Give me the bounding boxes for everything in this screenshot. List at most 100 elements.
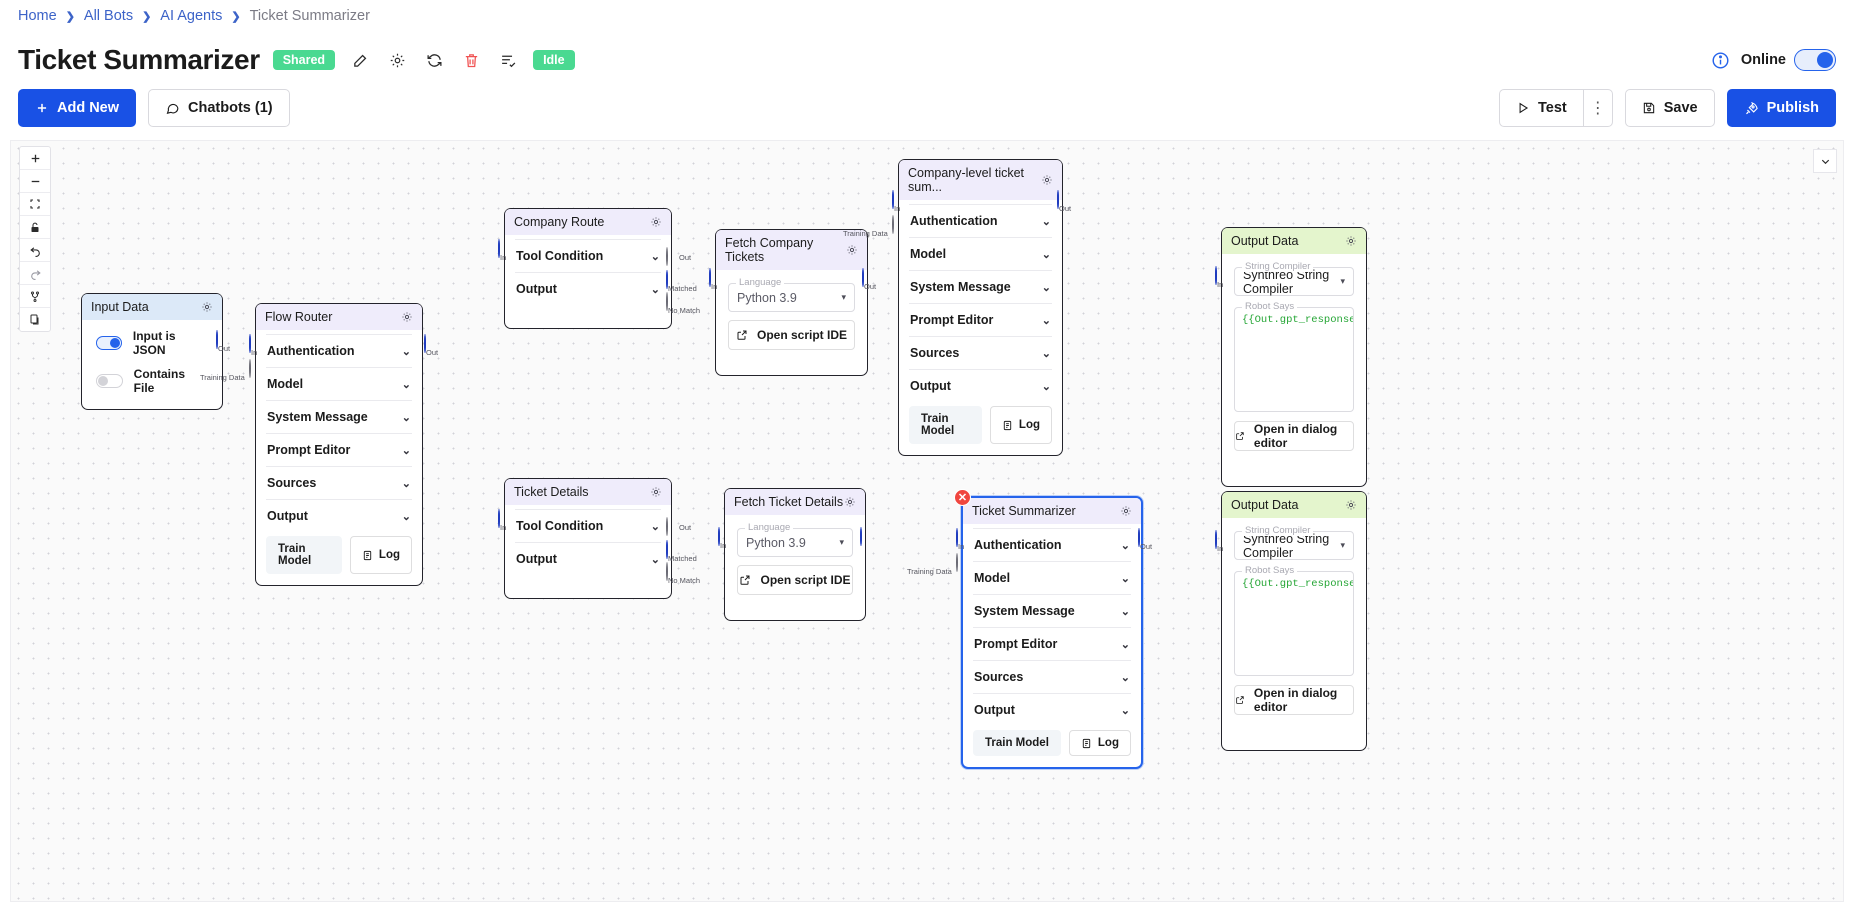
port-out[interactable]: Out <box>862 268 876 291</box>
gear-icon[interactable] <box>401 311 413 323</box>
port-out[interactable]: Out <box>1057 190 1071 213</box>
section-prompt-editor[interactable]: Prompt Editor ⌄ <box>266 433 412 466</box>
chatbots-button[interactable]: Chatbots (1) <box>148 89 290 127</box>
section-model[interactable]: Model ⌄ <box>909 237 1052 270</box>
save-button[interactable]: Save <box>1624 89 1715 127</box>
close-icon[interactable]: ✕ <box>954 489 971 506</box>
node-input-data[interactable]: Input Data Input is JSON Contains File O… <box>81 293 230 410</box>
gear-icon[interactable] <box>650 216 662 228</box>
gear-icon[interactable] <box>650 486 662 498</box>
node-output-data-top[interactable]: Output Data String Compiler Synthreo Str… <box>1215 227 1367 487</box>
test-button[interactable]: Test <box>1499 89 1583 127</box>
robot-says-field[interactable]: Robot Says {{Out.gpt_response3}} (+) <box>1234 565 1354 676</box>
port-training-data[interactable]: Training Data <box>200 359 251 382</box>
node-company-level-ticket-summary[interactable]: Company-level ticket sum... Authenticati… <box>843 159 1071 456</box>
port-dot[interactable] <box>666 517 668 536</box>
port-dot[interactable] <box>498 509 500 528</box>
port-dot[interactable] <box>498 239 500 258</box>
gear-icon[interactable] <box>1120 505 1132 517</box>
toggle-input-is-json-row[interactable]: Input is JSON <box>92 324 212 362</box>
breadcrumb-item-ai-agents[interactable]: AI Agents <box>160 8 223 24</box>
port-in[interactable]: In <box>956 528 964 551</box>
node-flow-router[interactable]: Flow Router Authentication ⌄ Model ⌄ Sys… <box>200 303 438 586</box>
port-in[interactable]: In <box>249 334 257 357</box>
log-button[interactable]: Log <box>1068 730 1131 756</box>
port-out[interactable]: Out <box>216 330 230 353</box>
section-system-message[interactable]: System Message ⌄ <box>973 594 1131 627</box>
publish-button[interactable]: Publish <box>1726 89 1836 127</box>
online-toggle[interactable] <box>1794 49 1836 71</box>
trash-icon[interactable] <box>459 48 483 72</box>
toggle-contains-file[interactable] <box>96 374 123 388</box>
flow-canvas[interactable]: Input Data Input is JSON Contains File O… <box>10 140 1844 902</box>
edit-icon[interactable] <box>348 48 372 72</box>
gear-icon[interactable] <box>846 244 858 256</box>
string-compiler-field[interactable]: String Compiler Synthreo String Compiler… <box>1234 261 1354 296</box>
toggle-contains-file-row[interactable]: Contains File <box>92 362 212 400</box>
language-select[interactable]: Python 3.9 ▾ <box>737 528 853 557</box>
port-dot[interactable] <box>666 562 668 581</box>
section-sources[interactable]: Sources ⌄ <box>973 660 1131 693</box>
section-prompt-editor[interactable]: Prompt Editor ⌄ <box>909 303 1052 336</box>
port-dot[interactable] <box>1215 266 1217 285</box>
section-output[interactable]: Output ⌄ <box>973 693 1131 726</box>
gear-icon[interactable] <box>1041 174 1053 186</box>
node-fetch-ticket-details[interactable]: Fetch Ticket Details Language Python 3.9… <box>718 488 866 621</box>
node-fetch-company-tickets[interactable]: Fetch Company Tickets Language Python 3.… <box>709 229 876 376</box>
tasks-icon[interactable] <box>496 48 520 72</box>
port-dot[interactable] <box>216 330 218 349</box>
gear-icon[interactable] <box>385 48 409 72</box>
section-sources[interactable]: Sources ⌄ <box>909 336 1052 369</box>
port-no-match[interactable]: No Match <box>666 292 700 315</box>
port-dot[interactable] <box>956 553 958 572</box>
section-authentication[interactable]: Authentication ⌄ <box>973 528 1131 561</box>
fit-screen-icon[interactable] <box>20 193 50 216</box>
section-sources[interactable]: Sources ⌄ <box>266 466 412 499</box>
port-training-data[interactable]: Training Data <box>907 553 958 576</box>
node-ticket-summarizer[interactable]: ✕ Ticket Summarizer Authentication ⌄ Mod… <box>907 489 1152 769</box>
port-dot[interactable] <box>892 215 894 234</box>
port-dot[interactable] <box>956 528 958 547</box>
undo-icon[interactable] <box>20 239 50 262</box>
robot-says-field[interactable]: Robot Says {{Out.gpt_response2}} (+) <box>1234 301 1354 412</box>
gear-icon[interactable] <box>201 301 213 313</box>
branch-icon[interactable] <box>20 285 50 308</box>
train-model-button[interactable]: Train Model <box>973 730 1061 756</box>
add-new-button[interactable]: Add New <box>18 89 137 127</box>
port-dot[interactable] <box>709 268 711 287</box>
section-model[interactable]: Model ⌄ <box>266 367 412 400</box>
port-dot[interactable] <box>860 527 862 546</box>
robot-says-box[interactable]: {{Out.gpt_response3}} (+) <box>1234 571 1354 676</box>
gear-icon[interactable] <box>1345 235 1357 247</box>
section-tool-condition[interactable]: Tool Condition ⌄ <box>515 509 661 542</box>
section-output[interactable]: Output ⌄ <box>266 499 412 532</box>
port-dot[interactable] <box>892 190 894 209</box>
port-out[interactable]: Out <box>1138 528 1152 551</box>
refresh-icon[interactable] <box>422 48 446 72</box>
zoom-in-icon[interactable] <box>20 147 50 170</box>
lock-icon[interactable] <box>20 216 50 239</box>
port-in[interactable]: In <box>498 509 506 532</box>
node-ticket-details[interactable]: Ticket Details Tool Condition ⌄ Output ⌄… <box>498 478 700 599</box>
port-dot[interactable] <box>666 292 668 311</box>
node-output-data-bottom[interactable]: Output Data String Compiler Synthreo Str… <box>1215 491 1367 751</box>
panel-collapse-button[interactable] <box>1813 149 1837 173</box>
section-authentication[interactable]: Authentication ⌄ <box>909 204 1052 237</box>
log-button[interactable]: Log <box>349 536 412 574</box>
port-dot[interactable] <box>666 270 668 289</box>
language-select[interactable]: Python 3.9 ▾ <box>728 283 855 312</box>
port-in[interactable]: In <box>892 190 900 213</box>
port-out[interactable]: Out <box>666 247 691 266</box>
port-no-match[interactable]: No Match <box>666 562 700 585</box>
open-script-ide-button[interactable]: Open script IDE <box>737 565 853 595</box>
section-prompt-editor[interactable]: Prompt Editor ⌄ <box>973 627 1131 660</box>
gear-icon[interactable] <box>844 496 856 508</box>
section-system-message[interactable]: System Message ⌄ <box>909 270 1052 303</box>
log-button[interactable]: Log <box>989 406 1052 444</box>
string-compiler-field[interactable]: String Compiler Synthreo String Compiler… <box>1234 525 1354 560</box>
robot-says-value[interactable]: {{Out.gpt_response3}} <box>1242 578 1354 590</box>
port-dot[interactable] <box>666 247 668 266</box>
port-out[interactable]: Out <box>424 334 438 357</box>
breadcrumb-item-home[interactable]: Home <box>18 8 57 24</box>
port-in[interactable]: In <box>1215 530 1223 553</box>
